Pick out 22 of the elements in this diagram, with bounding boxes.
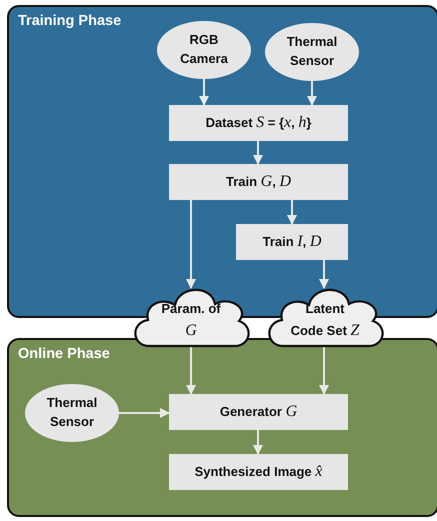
device-ellipse: RGB Camera xyxy=(157,21,251,79)
phase-panel xyxy=(7,338,437,517)
process-box: Synthesized Image x̂ xyxy=(169,454,348,490)
phase-panel xyxy=(7,5,437,318)
arrow xyxy=(199,79,209,106)
arrow xyxy=(253,141,263,165)
process-box: Dataset S = {x, h} xyxy=(169,105,348,141)
arrow xyxy=(186,347,196,395)
arrow xyxy=(319,260,329,289)
device-ellipse: Thermal Sensor xyxy=(265,23,359,81)
process-box: Train I, D xyxy=(236,224,348,260)
arrow xyxy=(319,347,329,395)
panel-title: Training Phase xyxy=(18,13,122,29)
device-ellipse: Thermal Sensor xyxy=(25,384,119,442)
arrow xyxy=(307,81,317,106)
arrow xyxy=(287,200,297,225)
process-box: Generator G xyxy=(169,394,348,430)
arrow xyxy=(119,408,170,418)
arrow xyxy=(253,430,263,455)
arrow xyxy=(186,200,196,289)
process-box: Train G, D xyxy=(169,164,348,200)
panel-title: Online Phase xyxy=(18,346,110,362)
